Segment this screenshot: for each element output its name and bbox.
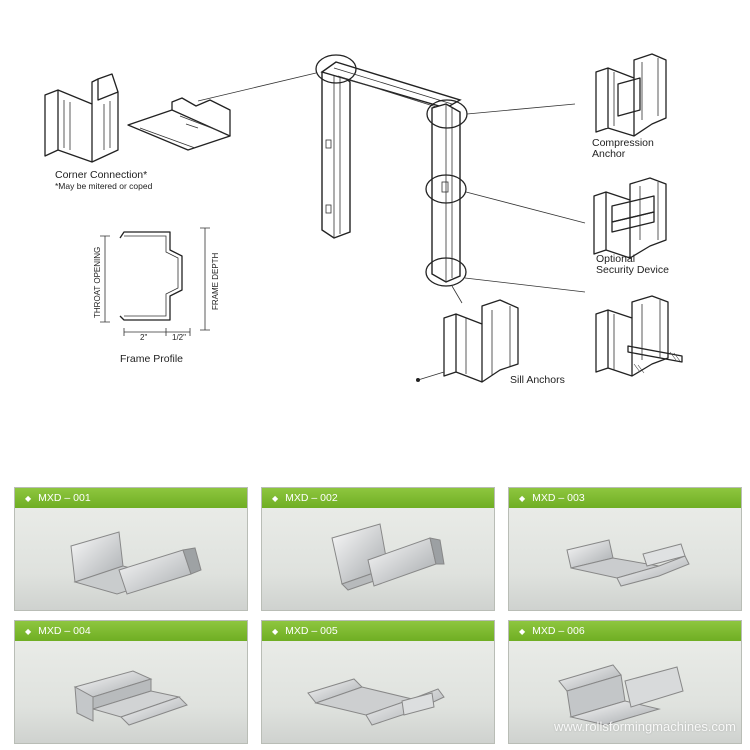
corner-connection-label: Corner Connection* <box>55 169 147 181</box>
sill-anchor-left-sketch: Sill Anchors <box>416 299 565 386</box>
product-card-header: ◆ MXD – 006 <box>509 621 741 641</box>
diamond-icon: ◆ <box>519 627 526 636</box>
hinge-icon <box>325 139 332 149</box>
throat-opening-label: THROAT OPENING <box>93 247 102 318</box>
product-code: MXD – 004 <box>38 625 91 637</box>
compression-anchor-line2: Anchor <box>592 148 626 160</box>
frame-depth-label: FRAME DEPTH <box>211 252 220 310</box>
product-code: MXD – 001 <box>38 492 91 504</box>
callout-security <box>425 174 467 204</box>
callout-corner <box>315 54 357 84</box>
frame-profile-sketch: THROAT OPENING FRAME DEPTH 2" 1/2" Frame… <box>93 227 220 365</box>
compression-anchor-line1: Compression <box>592 137 654 149</box>
security-device-line1: Optional <box>596 253 635 265</box>
door-frame-drawing <box>197 54 586 304</box>
diamond-icon: ◆ <box>272 494 279 503</box>
product-card-mxd-005[interactable]: ◆ MXD – 005 <box>261 620 495 744</box>
profile-render <box>566 539 690 587</box>
profile-render <box>307 678 445 726</box>
product-card-mxd-004[interactable]: ◆ MXD – 004 <box>14 620 248 744</box>
strike-icon <box>441 181 449 193</box>
product-card-mxd-001[interactable]: ◆ MXD – 001 <box>14 487 248 611</box>
diamond-icon: ◆ <box>25 494 32 503</box>
profile-render <box>558 664 684 726</box>
diamond-icon: ◆ <box>25 627 32 636</box>
product-code: MXD – 005 <box>285 625 338 637</box>
product-card-header: ◆ MXD – 001 <box>15 488 247 508</box>
diamond-icon: ◆ <box>519 494 526 503</box>
product-card-header: ◆ MXD – 003 <box>509 488 741 508</box>
dim-half-label: 1/2" <box>172 333 186 342</box>
product-code: MXD – 003 <box>532 492 585 504</box>
sill-anchors-label: Sill Anchors <box>510 374 565 386</box>
watermark: www.rollsformingmachines.com <box>553 719 736 734</box>
product-code: MXD – 002 <box>285 492 338 504</box>
profile-render <box>70 531 202 595</box>
product-card-mxd-003[interactable]: ◆ MXD – 003 <box>508 487 742 611</box>
frame-profile-label: Frame Profile <box>120 353 183 365</box>
security-device-sketch: Optional Security Device <box>593 177 669 276</box>
door-frame-diagram: Corner Connection* *May be mitered or co… <box>44 53 683 386</box>
corner-connection-sketch: Corner Connection* *May be mitered or co… <box>44 73 231 191</box>
product-card-header: ◆ MXD – 005 <box>262 621 494 641</box>
profile-render <box>331 523 445 591</box>
callout-sill <box>425 257 467 287</box>
security-device-line2: Security Device <box>596 264 669 276</box>
product-card-mxd-006[interactable]: ◆ MXD – 006 <box>508 620 742 744</box>
corner-connection-note: *May be mitered or coped <box>55 181 153 191</box>
product-grid: ◆ MXD – 001 ◆ MXD – 002 ◆ MXD – 003 <box>0 470 750 750</box>
product-card-header: ◆ MXD – 004 <box>15 621 247 641</box>
product-card-mxd-002[interactable]: ◆ MXD – 002 <box>261 487 495 611</box>
compression-anchor-sketch: Compression Anchor <box>592 53 667 160</box>
profile-render <box>73 670 188 726</box>
diamond-icon: ◆ <box>272 627 279 636</box>
sill-anchor-right-sketch <box>595 295 683 377</box>
dim-2in-label: 2" <box>140 333 147 342</box>
product-code: MXD – 006 <box>532 625 585 637</box>
product-card-header: ◆ MXD – 002 <box>262 488 494 508</box>
